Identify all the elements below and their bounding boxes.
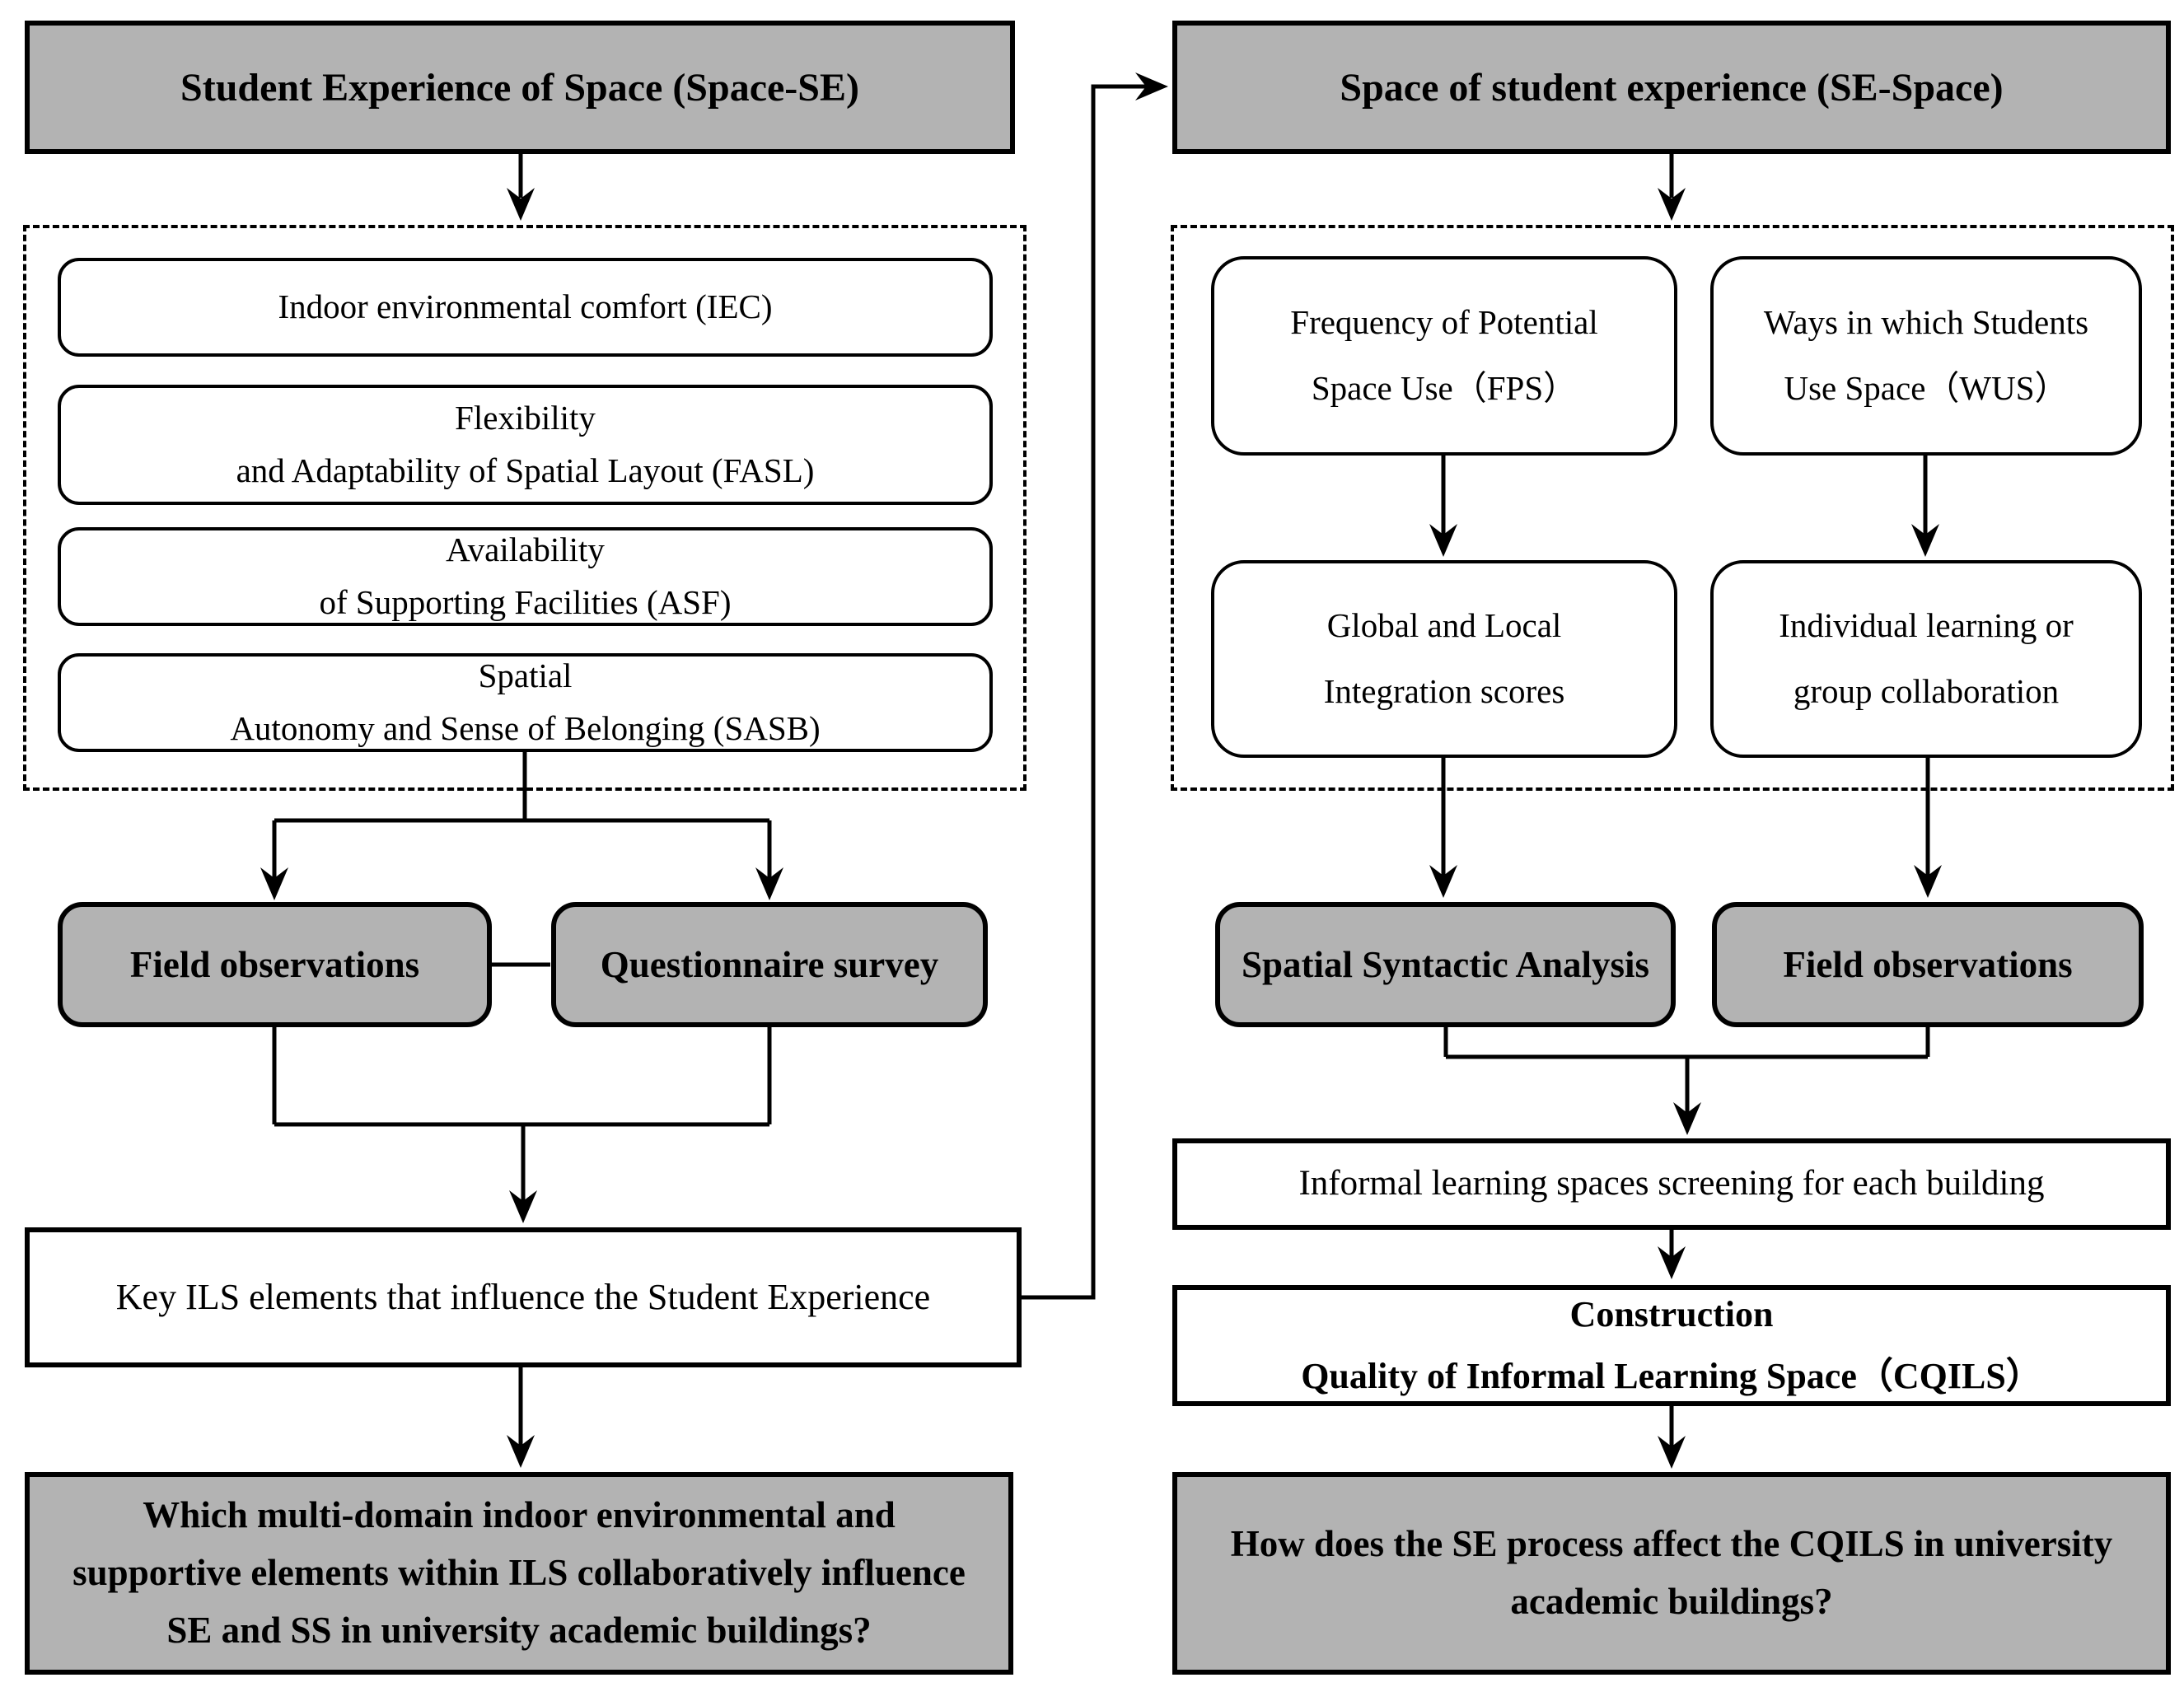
box-asf: Availability of Supporting Facilities (A… [58,527,993,626]
wus-line2: Use Space（WUS） [1784,369,2069,407]
box-fps: Frequency of Potential Space Use（FPS） [1211,256,1677,456]
box-cqils: Construction Quality of Informal Learnin… [1172,1285,2171,1406]
box-spatial-syntactic-analysis: Spatial Syntactic Analysis [1215,902,1676,1027]
line-keyils-to-right-header [1022,84,1147,1300]
cqils-line2: Quality of Informal Learning Space（CQILS… [1301,1355,2042,1396]
field-observations-right-label: Field observations [1783,944,2073,985]
box-questionnaire-survey: Questionnaire survey [551,902,988,1027]
right-question-line2: academic buildings? [1510,1581,1833,1622]
box-iec: Indoor environmental comfort (IEC) [58,258,993,357]
asf-line2: of Supporting Facilities (ASF) [319,583,732,621]
sasb-line2: Autonomy and Sense of Belonging (SASB) [230,709,821,747]
spatial-syntactic-analysis-label: Spatial Syntactic Analysis [1241,944,1650,985]
ils-screening-label: Informal learning spaces screening for e… [1298,1164,2045,1203]
integration-line2: Integration scores [1323,672,1565,710]
sasb-line1: Spatial [478,657,573,695]
left-factors-group [23,225,1027,791]
individual-line2: group collaboration [1793,672,2060,710]
wus-line1: Ways in which Students [1763,303,2089,342]
box-sasb: Spatial Autonomy and Sense of Belonging … [58,653,993,752]
left-header-box: Student Experience of Space (Space-SE) [25,21,1015,154]
individual-line1: Individual learning or [1779,606,2074,645]
box-individual-group: Individual learning or group collaborati… [1710,560,2142,758]
key-ils-elements-label: Key ILS elements that influence the Stud… [115,1276,931,1317]
box-key-ils-elements: Key ILS elements that influence the Stud… [25,1227,1022,1367]
box-ils-screening: Informal learning spaces screening for e… [1172,1138,2171,1230]
fasl-line2: and Adaptability of Spatial Layout (FASL… [236,451,815,489]
fps-line2: Space Use（FPS） [1311,369,1578,407]
asf-line1: Availability [446,530,605,569]
iec-label: Indoor environmental comfort (IEC) [278,287,773,326]
right-header-label: Space of student experience (SE-Space) [1340,65,2004,110]
left-question-line1: Which multi-domain indoor environmental … [143,1494,896,1536]
fasl-line1: Flexibility [455,399,596,437]
questionnaire-survey-label: Questionnaire survey [600,944,939,985]
right-header-box: Space of student experience (SE-Space) [1172,21,2171,154]
box-integration-scores: Global and Local Integration scores [1211,560,1677,758]
box-fasl: Flexibility and Adaptability of Spatial … [58,385,993,505]
box-right-research-question: How does the SE process affect the CQILS… [1172,1472,2171,1675]
right-question-line1: How does the SE process affect the CQILS… [1230,1523,2113,1565]
left-header-label: Student Experience of Space (Space-SE) [180,65,859,110]
box-field-observations-right: Field observations [1712,902,2144,1027]
box-wus: Ways in which Students Use Space（WUS） [1710,256,2142,456]
fps-line1: Frequency of Potential [1290,303,1598,342]
left-question-line2: supportive elements within ILS collabora… [72,1552,966,1594]
box-left-research-question: Which multi-domain indoor environmental … [25,1472,1013,1675]
right-factors-group [1171,225,2174,791]
cqils-line1: Construction [1569,1293,1774,1334]
integration-line1: Global and Local [1326,606,1562,645]
field-observations-left-label: Field observations [129,944,420,985]
box-field-observations-left: Field observations [58,902,492,1027]
arrowheads [260,72,1942,1469]
left-question-line3: SE and SS in university academic buildin… [166,1609,872,1651]
